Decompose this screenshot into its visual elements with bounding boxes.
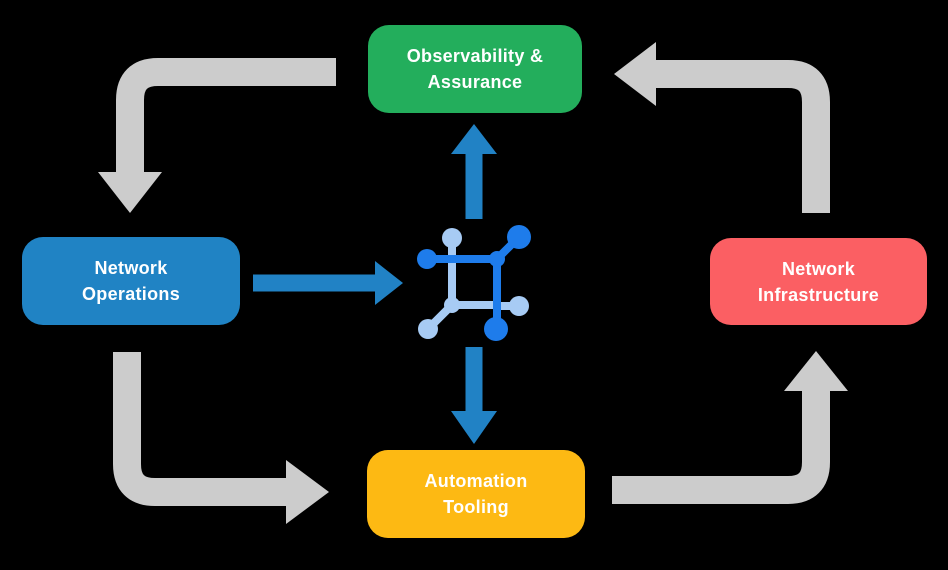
node-label-line: Assurance	[427, 72, 523, 92]
node-observability-assurance: Observability & Assurance	[368, 25, 582, 113]
arrowhead-up	[451, 124, 497, 154]
node-label-line: Tooling	[443, 497, 509, 517]
arrowhead-down	[451, 411, 497, 444]
node-network-infrastructure: Network Infrastructure	[710, 238, 927, 325]
arrow-observability-to-operations	[98, 58, 336, 213]
node-network-operations: Network Operations	[22, 237, 240, 325]
node-automation-tooling: Automation Tooling	[367, 450, 585, 538]
network-mesh-icon	[417, 225, 531, 341]
arrowhead-up	[784, 351, 848, 391]
node-label-line: Observability &	[406, 46, 544, 66]
arrow-operations-to-platform	[253, 261, 403, 305]
arrowhead-right	[375, 261, 403, 305]
arrow-infrastructure-to-observability	[614, 42, 830, 213]
node-label-line: Network	[781, 258, 856, 279]
arrowhead-down	[98, 172, 162, 213]
node-label-line: Network	[94, 258, 168, 278]
arrow-operations-to-automation	[113, 352, 329, 524]
node-label-line: Automation	[424, 471, 528, 491]
arrowhead-right	[286, 460, 329, 524]
node-label-line: Infrastructure	[757, 284, 880, 305]
arrowhead-left	[614, 42, 656, 106]
arrow-platform-to-automation	[451, 347, 497, 444]
node-label-line: Operations	[81, 284, 181, 304]
arrow-automation-to-infrastructure	[612, 351, 848, 504]
arrow-platform-to-observability	[451, 124, 497, 219]
